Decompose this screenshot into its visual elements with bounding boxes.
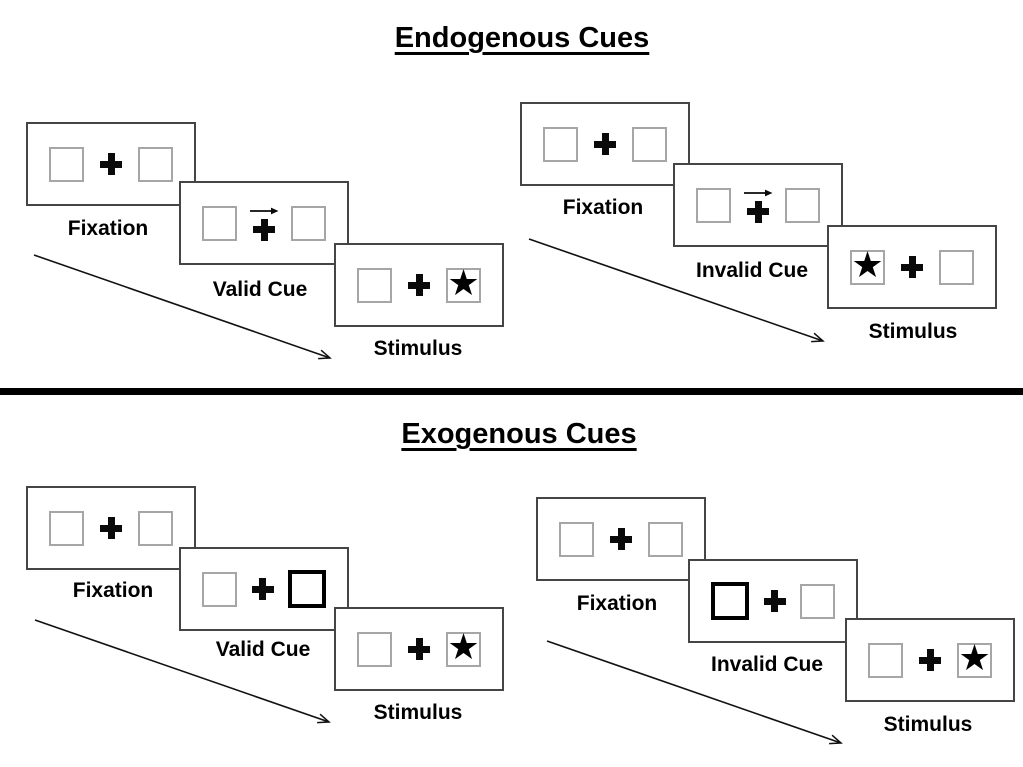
endo-invalid-cue-screen [673,163,843,247]
step-label: Fixation [562,196,644,219]
star-icon: ★ [958,638,991,679]
placeholder-box-right [138,146,173,182]
step-label: Valid Cue [215,638,311,661]
target-box-right: ★ [446,627,481,668]
section-divider [0,388,1023,395]
placeholder-box-left [357,631,392,667]
endogenous-section-title: Endogenous Cues [394,22,650,54]
step-label: Stimulus [868,320,958,343]
placeholder-box-right [800,583,835,619]
exo-invalid-fixation-screen [536,497,706,581]
step-label: Fixation [72,579,154,602]
placeholder-box-left [543,126,578,162]
placeholder-box-left [357,267,392,303]
exo-valid-stimulus-screen: ★ [334,607,504,691]
exo-invalid-cue-screen [688,559,858,643]
step-label: Invalid Cue [710,653,824,676]
fixation-cross-icon [408,274,430,296]
timeline-arrow-endogenous-valid [33,254,332,360]
exo-valid-fixation-screen [26,486,196,570]
placeholder-box-right [291,205,326,241]
endo-valid-fixation-screen [26,122,196,206]
placeholder-box-left [49,146,84,182]
endo-invalid-fixation-screen [520,102,690,186]
timeline-arrow-endogenous-invalid [528,238,825,343]
placeholder-box-right [939,249,974,285]
exo-invalid-stimulus-screen: ★ [845,618,1015,702]
exo-valid-cue-screen [179,547,349,631]
fixation-cross-icon [747,200,769,223]
step-label: Fixation [67,217,149,240]
target-box-left: ★ [850,245,885,286]
target-box-right: ★ [957,638,992,679]
placeholder-box-right [648,521,683,557]
cue-arrow-right-icon [250,207,279,214]
step-label: Invalid Cue [695,259,809,282]
step-label: Stimulus [373,701,463,724]
fixation-cross-icon [100,153,122,175]
fixation-cross-icon [901,256,923,278]
step-label: Fixation [576,592,658,615]
peripheral-cue-box-left [711,582,749,620]
placeholder-box-right [632,126,667,162]
central-cue [249,206,279,241]
endo-invalid-stimulus-screen: ★ [827,225,997,309]
star-icon: ★ [851,245,884,286]
placeholder-box-left [559,521,594,557]
placeholder-box-left [696,187,731,223]
target-box-right: ★ [446,263,481,304]
endo-valid-stimulus-screen: ★ [334,243,504,327]
placeholder-box-right [138,510,173,546]
fixation-cross-icon [100,517,122,539]
step-label: Stimulus [373,337,463,360]
cue-arrow-right-icon [744,189,773,196]
peripheral-cue-box-right [288,570,326,608]
fixation-cross-icon [594,133,616,155]
placeholder-box-left [202,571,237,607]
fixation-cross-icon [610,528,632,550]
fixation-cross-icon [253,218,275,241]
endo-valid-cue-screen [179,181,349,265]
placeholder-box-left [202,205,237,241]
fixation-cross-icon [408,638,430,660]
fixation-cross-icon [919,649,941,671]
star-icon: ★ [447,627,480,668]
fixation-cross-icon [251,578,274,600]
placeholder-box-left [49,510,84,546]
step-label: Stimulus [883,713,973,736]
exogenous-section-title: Exogenous Cues [401,418,637,450]
star-icon: ★ [447,263,480,304]
step-label: Valid Cue [212,278,308,301]
placeholder-box-left [868,642,903,678]
timeline-arrow-exogenous-valid [34,619,331,724]
central-cue [743,188,773,223]
fixation-cross-icon [763,590,786,612]
placeholder-box-right [785,187,820,223]
